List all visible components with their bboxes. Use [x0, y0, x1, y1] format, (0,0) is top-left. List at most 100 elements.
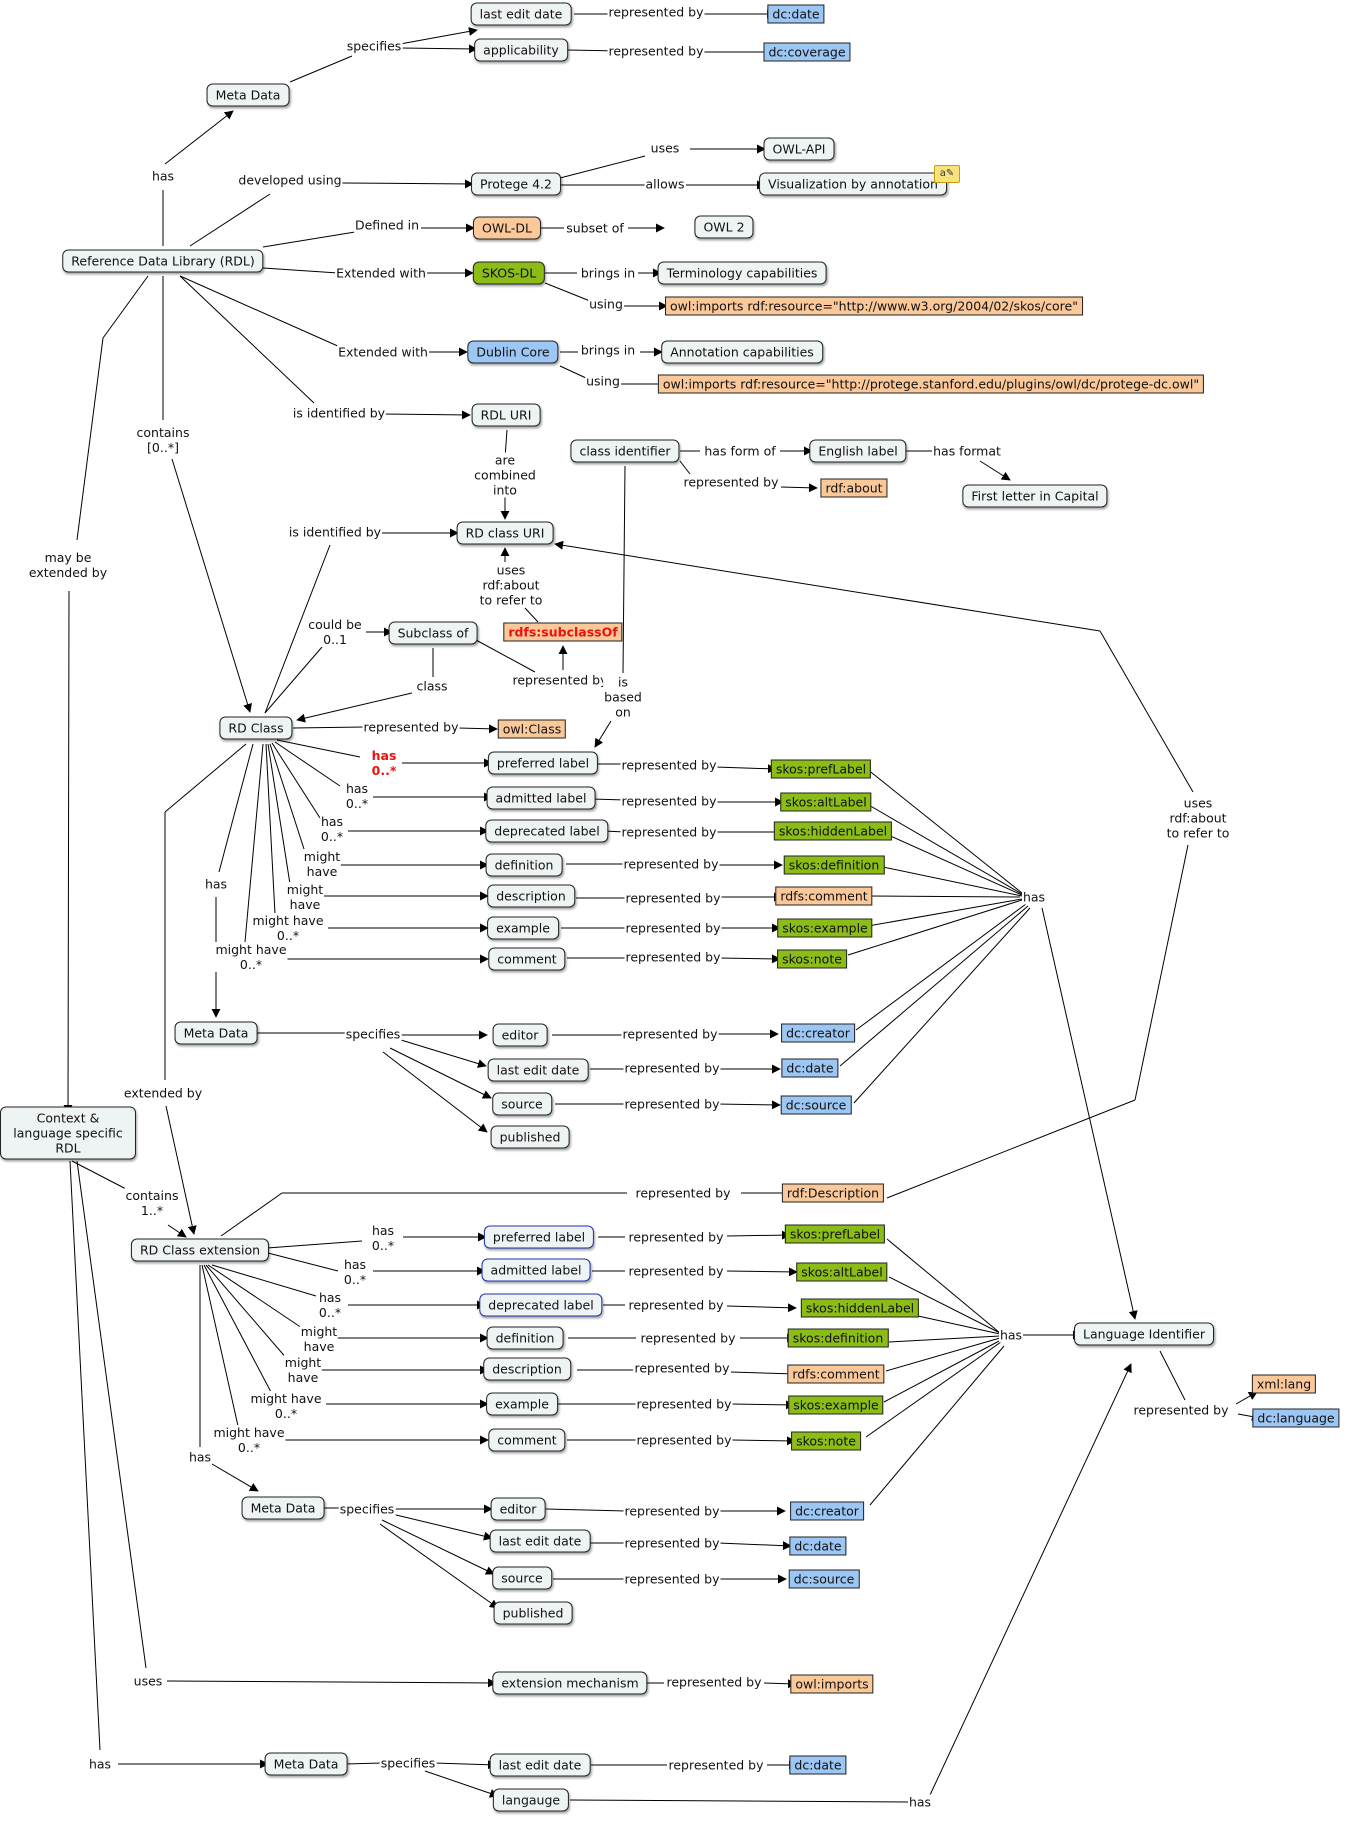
node-rd-ext[interactable]: RD Class extension	[130, 1238, 270, 1262]
node-desc2[interactable]: description	[483, 1357, 571, 1381]
node-dc-date-top[interactable]: dc:date	[767, 4, 825, 24]
node-terminology[interactable]: Terminology capabilities	[657, 261, 827, 285]
annotation-note-icon[interactable]: a✎	[934, 165, 960, 183]
node-dc-date1[interactable]: dc:date	[781, 1058, 839, 1078]
node-ex2[interactable]: example	[486, 1392, 558, 1416]
node-dep2[interactable]: deprecated label	[479, 1293, 603, 1317]
node-skos-imports[interactable]: owl:imports rdf:resource="http://www.w3.…	[665, 296, 1083, 316]
node-dc-creator1[interactable]: dc:creator	[781, 1023, 855, 1043]
node-meta-top[interactable]: Meta Data	[206, 83, 290, 107]
node-skos-hidden1[interactable]: skos:hiddenLabel	[773, 821, 893, 841]
node-meta-ctx[interactable]: Meta Data	[264, 1752, 348, 1776]
node-owl-imports[interactable]: owl:imports	[790, 1674, 874, 1694]
node-def2[interactable]: definition	[486, 1326, 564, 1350]
node-meta-ext[interactable]: Meta Data	[241, 1496, 325, 1520]
node-owl-dl[interactable]: OWL-DL	[472, 216, 542, 240]
node-dc-source1[interactable]: dc:source	[780, 1095, 852, 1115]
link-label: has form of	[703, 443, 777, 459]
node-annotation-cap[interactable]: Annotation capabilities	[661, 340, 823, 364]
node-owl2[interactable]: OWL 2	[694, 215, 754, 239]
node-dc-creator2[interactable]: dc:creator	[790, 1501, 864, 1521]
node-dc-coverage[interactable]: dc:coverage	[763, 42, 851, 62]
node-published1[interactable]: published	[490, 1125, 570, 1149]
node-source1[interactable]: source	[492, 1092, 552, 1116]
node-skos-note2[interactable]: skos:note	[791, 1431, 861, 1451]
node-skos-alt1[interactable]: skos:altLabel	[780, 792, 872, 812]
node-visualization[interactable]: Visualization by annotation	[759, 172, 947, 196]
link-label: represented by	[634, 1185, 732, 1201]
link-label: represented by	[627, 1263, 725, 1279]
node-skos-alt2[interactable]: skos:altLabel	[796, 1262, 888, 1282]
node-owl-api[interactable]: OWL-API	[763, 137, 835, 161]
link-label: represented by	[621, 1026, 719, 1042]
node-skos-ex2[interactable]: skos:example	[788, 1395, 884, 1415]
node-subclass-of[interactable]: Subclass of	[388, 621, 478, 645]
node-first-letter[interactable]: First letter in Capital	[962, 484, 1108, 508]
node-com2[interactable]: comment	[488, 1428, 566, 1452]
node-editor2[interactable]: editor	[490, 1497, 546, 1521]
node-skos-def1[interactable]: skos:definition	[783, 855, 885, 875]
node-lang-id[interactable]: Language Identifier	[1074, 1322, 1214, 1346]
node-rdfs-subclassof[interactable]: rdfs:subclassOf	[503, 622, 623, 642]
node-alt1[interactable]: admitted label	[486, 786, 596, 810]
node-skos-note1[interactable]: skos:note	[777, 949, 847, 969]
node-last-edit-top[interactable]: last edit date	[470, 2, 572, 26]
node-skos-pref1[interactable]: skos:prefLabel	[770, 759, 872, 779]
link-label: brings in	[579, 342, 637, 358]
node-skos-def2[interactable]: skos:definition	[787, 1328, 889, 1348]
node-alt2[interactable]: admitted label	[481, 1258, 591, 1282]
link-label: represented by	[635, 1396, 733, 1412]
node-pref2[interactable]: preferred label	[483, 1225, 595, 1249]
node-skos-hidden2[interactable]: skos:hiddenLabel	[800, 1298, 920, 1318]
node-rdfs-comment1[interactable]: rdfs:comment	[775, 886, 873, 906]
node-dublin-core[interactable]: Dublin Core	[467, 340, 559, 364]
node-rdl[interactable]: Reference Data Library (RDL)	[62, 249, 264, 273]
node-dep1[interactable]: deprecated label	[485, 819, 609, 843]
node-dc-language[interactable]: dc:language	[1252, 1408, 1340, 1428]
node-desc1[interactable]: description	[487, 884, 575, 908]
node-dc-imports[interactable]: owl:imports rdf:resource="http://protege…	[657, 374, 1205, 394]
node-rdf-about[interactable]: rdf:about	[820, 478, 888, 498]
node-lastedit3[interactable]: last edit date	[489, 1753, 591, 1777]
link-label: represented by	[623, 1503, 721, 1519]
node-skos-pref2[interactable]: skos:prefLabel	[784, 1224, 886, 1244]
node-applicability[interactable]: applicability	[474, 38, 568, 62]
node-lastedit1[interactable]: last edit date	[487, 1058, 589, 1082]
node-dc-source2[interactable]: dc:source	[788, 1569, 860, 1589]
node-skos-dl[interactable]: SKOS-DL	[472, 261, 546, 285]
node-rdfs-comment2[interactable]: rdfs:comment	[787, 1364, 885, 1384]
node-dc-date3[interactable]: dc:date	[789, 1755, 847, 1775]
node-skos-ex1[interactable]: skos:example	[777, 918, 873, 938]
node-context-rdl[interactable]: Context & language specific RDL	[0, 1106, 136, 1160]
node-source2[interactable]: source	[492, 1566, 552, 1590]
node-published2[interactable]: published	[493, 1601, 573, 1625]
node-owl-class[interactable]: owl:Class	[497, 719, 567, 739]
node-lastedit2[interactable]: last edit date	[489, 1529, 591, 1553]
node-editor1[interactable]: editor	[492, 1023, 548, 1047]
node-ext-mech[interactable]: extension mechanism	[492, 1671, 648, 1695]
node-dc-date2[interactable]: dc:date	[789, 1536, 847, 1556]
node-rd-class-uri[interactable]: RD class URI	[456, 521, 554, 545]
link-label: uses	[649, 140, 681, 156]
link-label: represented by	[624, 890, 722, 906]
node-protege[interactable]: Protege 4.2	[471, 172, 561, 196]
node-ex1[interactable]: example	[487, 916, 559, 940]
node-def1[interactable]: definition	[485, 853, 563, 877]
link-label: represented by	[623, 1060, 721, 1076]
node-class-identifier[interactable]: class identifier	[570, 439, 680, 463]
node-pref1[interactable]: preferred label	[487, 751, 599, 775]
node-rdf-description[interactable]: rdf:Description	[781, 1183, 885, 1203]
node-langauge[interactable]: langauge	[492, 1788, 570, 1812]
node-com1[interactable]: comment	[488, 947, 566, 971]
node-xml-lang[interactable]: xml:lang	[1251, 1374, 1317, 1394]
node-rdl-uri[interactable]: RDL URI	[471, 403, 541, 427]
node-meta-rd[interactable]: Meta Data	[174, 1021, 258, 1045]
link-label: has	[187, 1449, 213, 1465]
node-rd-class[interactable]: RD Class	[219, 716, 293, 740]
node-english-label[interactable]: English label	[809, 439, 907, 463]
